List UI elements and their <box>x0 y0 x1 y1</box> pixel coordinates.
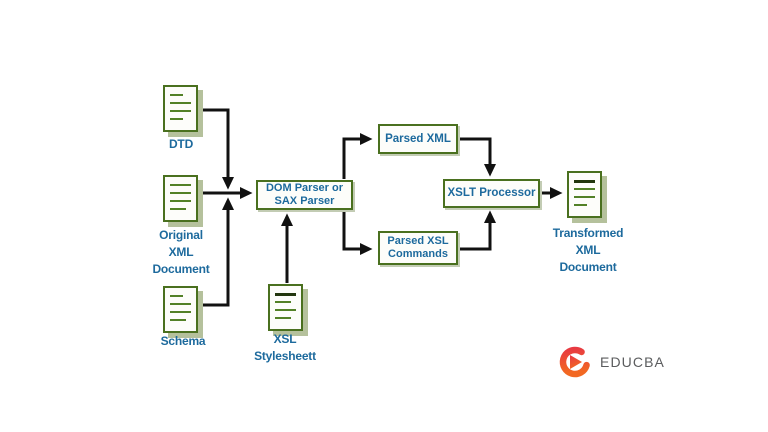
doc-text-line <box>574 196 595 198</box>
arrow-parser-to-parsedxml <box>342 133 373 179</box>
doc-text-line <box>275 317 291 319</box>
doc-text-line <box>275 301 291 303</box>
label-line: XSL <box>273 332 297 346</box>
box-text-line: Commands <box>388 248 448 260</box>
doc-text-line <box>574 204 587 206</box>
label-line: Document <box>152 262 210 276</box>
parsed-xml-box: Parsed XML <box>378 124 458 154</box>
doc-text-line <box>170 94 183 96</box>
doc-text-line <box>170 118 183 120</box>
arrow-parser-to-parsedxsl <box>342 210 373 255</box>
doc-text-line <box>275 309 296 311</box>
schema-label: Schema <box>118 333 248 350</box>
doc-text-line <box>170 208 186 210</box>
doc-text-line <box>170 184 191 186</box>
dtd-label: DTD <box>116 136 246 153</box>
doc-text-line <box>170 110 191 112</box>
doc-text-line <box>170 102 191 104</box>
doc-text-line <box>170 319 186 321</box>
educba-logo-text: EDUCBA <box>600 354 665 370</box>
xsl-stylesheet-label: XSL Stylesheett <box>220 331 350 365</box>
doc-text-line <box>170 295 183 297</box>
doc-text-line <box>170 192 191 194</box>
label-line: XML <box>168 245 194 259</box>
xslt-processor-box: XSLT Processor <box>443 179 540 208</box>
box-text-line: XSLT Processor <box>447 187 536 199</box>
label-line: Stylesheett <box>254 349 316 363</box>
xsl-stylesheet-document-icon <box>268 284 303 331</box>
schema-document-icon <box>163 286 198 333</box>
doc-text-line <box>275 293 296 296</box>
box-text-line: SAX Parser <box>274 195 335 207</box>
original-xml-label: Original XML Document <box>116 227 246 278</box>
arrow-parsedxsl-to-xslt <box>457 210 496 251</box>
transformed-xml-label: Transformed XML Document <box>523 225 653 276</box>
dom-sax-parser-box: DOM Parser or SAX Parser <box>256 180 353 210</box>
doc-text-line <box>170 303 191 305</box>
transformed-xml-document-icon <box>567 171 602 218</box>
original-xml-document-icon <box>163 175 198 222</box>
box-text-line: Parsed XSL <box>387 235 449 247</box>
label-line: XML <box>575 243 601 257</box>
label-line: Original <box>159 228 203 242</box>
dtd-document-icon <box>163 85 198 132</box>
label-line: DTD <box>168 137 194 151</box>
box-text-line: Parsed XML <box>385 132 451 145</box>
doc-text-line <box>170 200 191 202</box>
arrow-parsedxml-to-xslt <box>457 137 496 177</box>
doc-text-line <box>574 180 595 183</box>
box-text-line: DOM Parser or <box>265 182 344 194</box>
label-line: Transformed <box>552 226 624 240</box>
label-line: Schema <box>160 334 206 348</box>
doc-text-line <box>170 311 191 313</box>
parsed-xsl-commands-box: Parsed XSL Commands <box>378 231 458 265</box>
educba-brand: EDUCBA <box>558 342 665 382</box>
educba-logo-icon <box>559 346 591 378</box>
doc-text-line <box>574 188 595 190</box>
label-line: Document <box>559 260 617 274</box>
